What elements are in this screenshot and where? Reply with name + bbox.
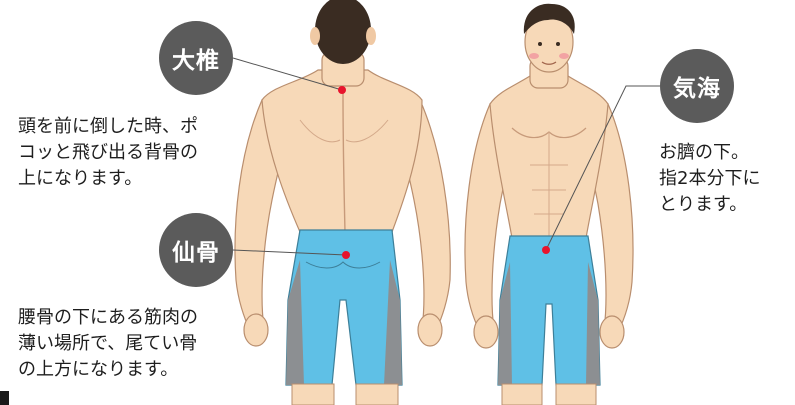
description-dazhui: 頭を前に倒した時、ポ コッと飛び出る背骨の 上になります。 bbox=[18, 114, 198, 192]
corner-mark bbox=[0, 391, 9, 405]
label-dazhui: 大椎 bbox=[172, 41, 220, 75]
front-view-figure bbox=[465, 4, 633, 405]
point-dot-dazhui bbox=[338, 86, 346, 94]
label-kikai: 気海 bbox=[673, 69, 721, 103]
description-sengu: 腰骨の下にある筋肉の 薄い場所で、尾てい骨 の上方になります。 bbox=[18, 305, 198, 383]
description-kikai: お臍の下。 指2本分下に とります。 bbox=[659, 140, 760, 218]
label-sengu: 仙骨 bbox=[172, 233, 220, 267]
label-sengu-bubble: 仙骨 bbox=[159, 213, 233, 287]
label-kikai-bubble: 気海 bbox=[660, 49, 734, 123]
label-dazhui-bubble: 大椎 bbox=[159, 21, 233, 95]
back-view-figure bbox=[235, 0, 450, 405]
point-dot-kikai bbox=[542, 246, 550, 254]
point-dot-sengu bbox=[342, 251, 350, 259]
